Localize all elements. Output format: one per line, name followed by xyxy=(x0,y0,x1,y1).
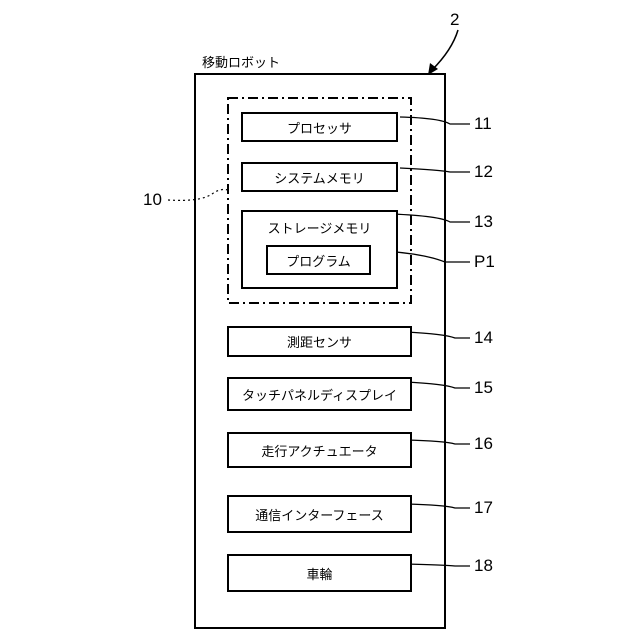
wheels-box: 車輪 xyxy=(227,554,412,592)
actuator-box: 走行アクチュエータ xyxy=(227,432,412,468)
touch-panel-leader xyxy=(405,382,470,388)
system-memory-box: システムメモリ xyxy=(241,162,398,192)
storage-memory-leader xyxy=(392,214,470,222)
program-ref: P1 xyxy=(474,252,495,272)
distance-sensor-ref: 14 xyxy=(474,328,493,348)
robot-ref: 2 xyxy=(450,10,459,30)
control-unit-leader xyxy=(168,190,228,201)
robot-leader xyxy=(432,30,458,70)
touch-panel-box: タッチパネルディスプレイ xyxy=(227,377,412,411)
distance-sensor-box: 測距センサ xyxy=(227,326,412,357)
robot-title: 移動ロボット xyxy=(202,52,280,71)
comm-interface-box: 通信インターフェース xyxy=(227,495,412,533)
processor-ref: 11 xyxy=(474,114,492,134)
touch-panel-ref: 15 xyxy=(474,378,493,398)
comm-interface-leader xyxy=(405,504,470,508)
control-unit-ref: 10 xyxy=(143,190,162,210)
wheels-leader xyxy=(405,564,470,566)
wheels-ref: 18 xyxy=(474,556,493,576)
program-box: プログラム xyxy=(266,245,371,275)
storage-memory-label: ストレージメモリ xyxy=(268,218,372,237)
processor-box: プロセッサ xyxy=(241,112,398,142)
actuator-leader xyxy=(405,440,470,444)
actuator-ref: 16 xyxy=(474,434,493,454)
system-memory-ref: 12 xyxy=(474,162,493,182)
distance-sensor-leader xyxy=(405,332,470,338)
storage-memory-ref: 13 xyxy=(474,212,493,232)
comm-interface-ref: 17 xyxy=(474,498,493,518)
